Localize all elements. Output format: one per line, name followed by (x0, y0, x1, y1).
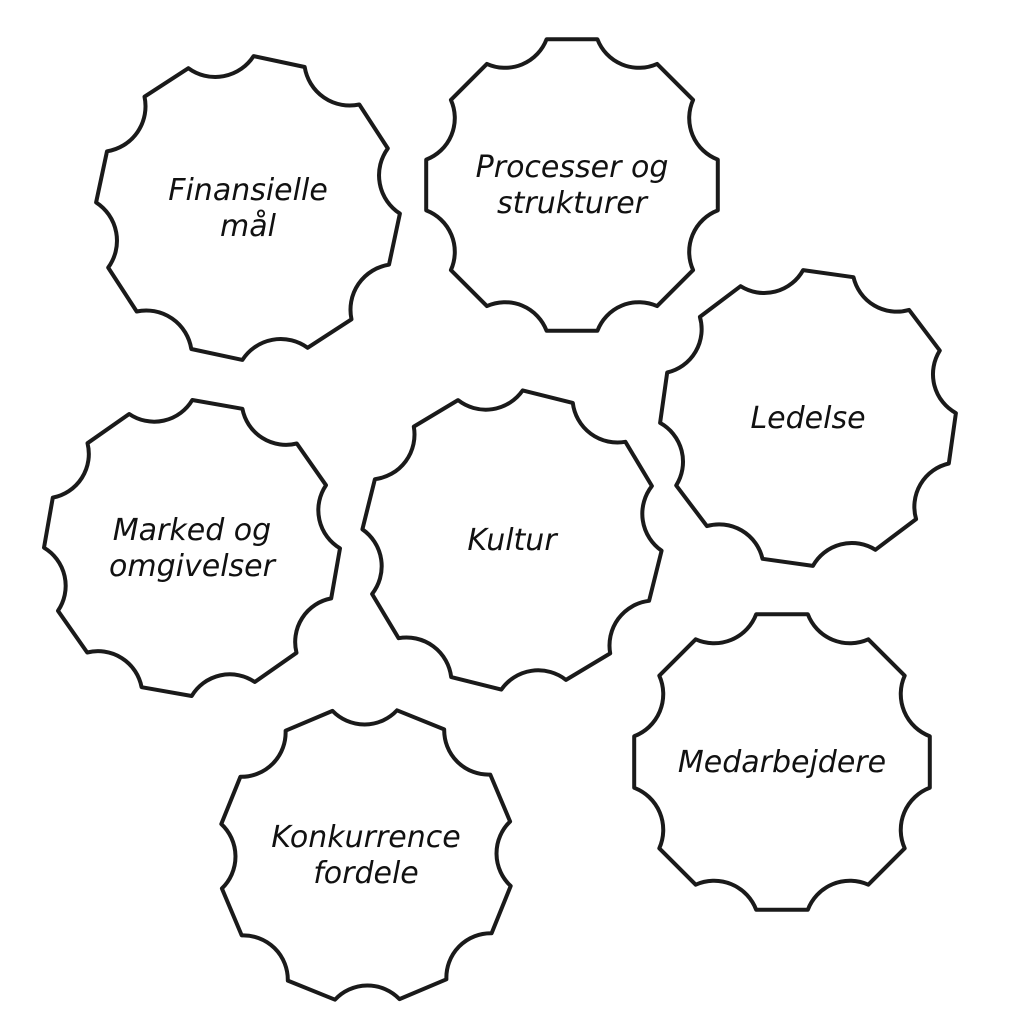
gear-label: Medarbejdere (678, 745, 886, 780)
gear-shape (424, 37, 720, 333)
gear-ledelse: Ledelse (658, 268, 958, 568)
gear-shape (219, 708, 513, 1002)
gear-label: mål (220, 209, 277, 244)
gear-kultur: Kultur (360, 388, 664, 692)
gear-medarbejdere: Medarbejdere (632, 612, 932, 912)
gear-label: Marked og (113, 513, 271, 548)
gear-label: fordele (313, 856, 419, 891)
gear-shape (632, 612, 932, 912)
gear-label: Ledelse (750, 401, 865, 436)
gear-shape (42, 398, 342, 698)
gear-label: Finansielle (168, 173, 328, 208)
gear-label: Konkurrence (271, 820, 460, 855)
gear-shape (94, 54, 402, 362)
gear-label: omgivelser (109, 549, 277, 584)
gear-shape (658, 268, 958, 568)
gear-label: Kultur (467, 523, 558, 558)
gear-shape (360, 388, 664, 692)
gear-label: Processer og (476, 150, 669, 185)
gear-label: strukturer (497, 186, 649, 221)
